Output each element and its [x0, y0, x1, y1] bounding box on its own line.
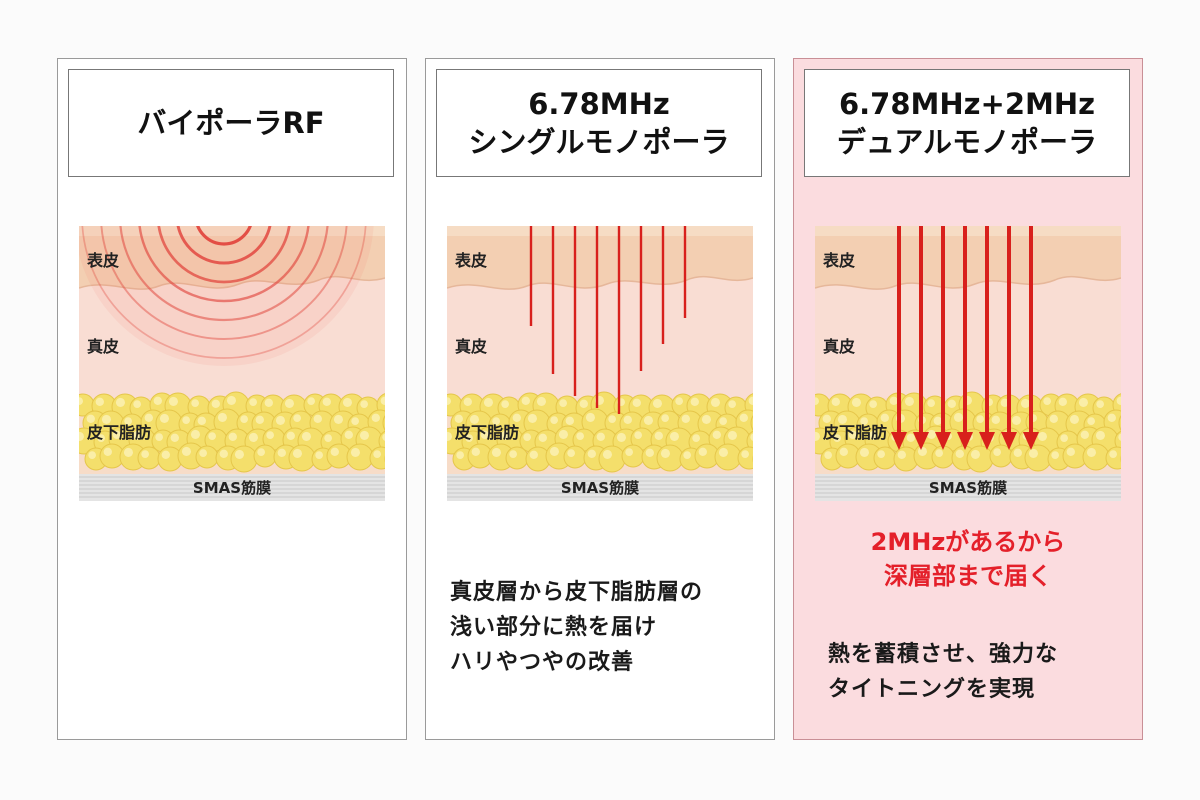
energy-arrow-head	[979, 432, 995, 450]
highlight-text: 2MHzがあるから 深層部まで届く	[794, 525, 1142, 593]
smas-layer	[815, 474, 1121, 501]
rf-wave-ring	[176, 226, 272, 265]
rf-wave-ring	[119, 226, 329, 322]
energy-arrow-head	[891, 432, 907, 450]
label-smas: SMAS筋膜	[561, 479, 639, 497]
label-smas: SMAS筋膜	[193, 479, 271, 497]
panel-title: 6.78MHz+2MHz デュアルモノポーラ	[804, 69, 1130, 177]
panel-title: 6.78MHz シングルモノポーラ	[436, 69, 762, 177]
smas-layer	[79, 474, 385, 501]
fat-cell	[288, 444, 316, 472]
skin-diagram: 表皮真皮皮下脂肪 SMAS筋膜	[79, 226, 385, 501]
fat-cell	[621, 444, 645, 468]
fat-cell	[253, 444, 277, 468]
fat-cell	[563, 445, 587, 469]
skin-diagram: 表皮真皮皮下脂肪 SMAS筋膜	[815, 226, 1121, 501]
fat-cell	[346, 443, 374, 471]
fat-cell	[598, 445, 626, 473]
smas-layer	[447, 474, 753, 501]
fat-cell	[195, 445, 219, 469]
description-line: 浅い部分に熱を届け	[450, 615, 658, 640]
title-line: デュアルモノポーラ	[836, 125, 1098, 159]
fat-cell	[1024, 444, 1052, 472]
title-line: 6.78MHz+2MHz	[838, 87, 1096, 121]
rf-wave-ring	[100, 226, 348, 340]
fat-cell	[714, 443, 742, 471]
energy-arrow-head	[1001, 432, 1017, 450]
label-dermis: 真皮	[455, 337, 487, 356]
energy-arrow-head	[957, 432, 973, 450]
fat-cell	[137, 446, 161, 470]
fat-cell	[750, 415, 753, 431]
label-subcutaneous-fat: 皮下脂肪	[822, 423, 887, 442]
label-smas: SMAS筋膜	[929, 479, 1007, 497]
epidermis-layer	[815, 226, 1121, 290]
label-epidermis: 表皮	[822, 251, 855, 270]
energy-arrow-head	[913, 432, 929, 450]
label-subcutaneous-fat: 皮下脂肪	[86, 423, 151, 442]
rf-wave-ring	[196, 226, 252, 246]
label-dermis: 真皮	[823, 337, 855, 356]
fat-cell	[873, 446, 897, 470]
epidermis-layer	[79, 226, 385, 290]
description-line: ハリやつやの改善	[450, 650, 635, 675]
energy-arrow-head	[935, 432, 951, 450]
label-epidermis: 表皮	[454, 251, 487, 270]
description: 真皮層から皮下脂肪層の 浅い部分に熱を届け ハリやつやの改善	[450, 575, 703, 680]
panel-dual-monopolar: 6.78MHz+2MHz デュアルモノポーラ 表皮真皮皮下脂肪 SMAS筋膜 2M…	[793, 58, 1143, 740]
rf-wave-ring	[157, 226, 291, 284]
rf-wave-ring	[81, 226, 367, 359]
title-line: シングルモノポーラ	[468, 125, 730, 159]
label-subcutaneous-fat: 皮下脂肪	[454, 423, 519, 442]
title-line: 6.78MHz	[528, 87, 670, 121]
panel-single-monopolar: 6.78MHz シングルモノポーラ 表皮真皮皮下脂肪 SMAS筋膜 真皮層から皮下…	[425, 58, 775, 740]
panel-bipolar-rf: バイポーラRF 表皮真皮皮下脂肪 SMAS筋膜	[57, 58, 407, 740]
fat-cell	[230, 445, 258, 473]
description: 熱を蓄積させ、強力な タイトニングを実現	[828, 637, 1058, 707]
highlight-line: 深層部まで届く	[884, 562, 1052, 590]
panel-title: バイポーラRF	[68, 69, 394, 177]
fat-cell	[1118, 415, 1121, 431]
fat-cell	[966, 445, 994, 473]
label-dermis: 真皮	[87, 337, 119, 356]
highlight-line: 2MHzがあるから	[870, 528, 1066, 556]
fat-cell	[382, 415, 385, 431]
fat-cell	[505, 446, 529, 470]
fat-cell	[656, 444, 684, 472]
fat-cell	[1082, 443, 1110, 471]
energy-arrow-head	[1023, 432, 1039, 450]
description-line: タイトニングを実現	[828, 677, 1036, 702]
epidermis-layer	[447, 226, 753, 290]
label-epidermis: 表皮	[86, 251, 119, 270]
description-line: 熱を蓄積させ、強力な	[828, 642, 1059, 667]
description-line: 真皮層から皮下脂肪層の	[450, 580, 704, 605]
title-line: バイポーラRF	[137, 106, 325, 140]
rf-wave-ring	[138, 226, 310, 303]
skin-diagram: 表皮真皮皮下脂肪 SMAS筋膜	[447, 226, 753, 501]
